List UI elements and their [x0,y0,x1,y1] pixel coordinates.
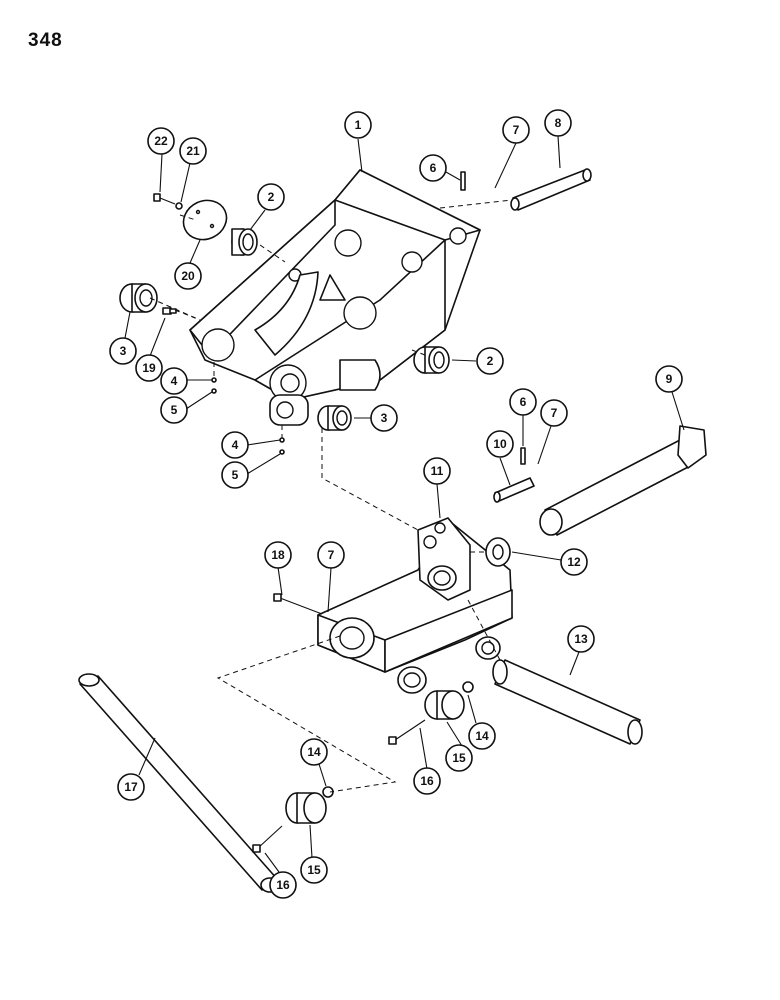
svg-text:9: 9 [666,372,673,386]
svg-text:19: 19 [142,361,156,375]
callout-5-upper: 5 [160,396,188,424]
svg-text:21: 21 [186,144,200,158]
callout-18: 18 [264,541,292,569]
callout-6-upper: 6 [419,154,447,182]
callout-11: 11 [423,457,451,485]
collar-15-right [424,690,465,720]
cover-plate [182,199,228,241]
bushing-2-right [413,346,450,374]
svg-text:2: 2 [487,354,494,368]
bolt-18 [273,593,323,615]
svg-text:8: 8 [555,116,562,130]
svg-text:3: 3 [120,344,127,358]
callout-19: 19 [135,354,163,382]
callout-1: 1 [344,111,372,139]
svg-text:15: 15 [307,863,321,877]
pin-8 [510,168,592,211]
svg-text:22: 22 [154,134,168,148]
roll-pin-6-upper [460,171,466,191]
nut-14-right [462,681,474,693]
svg-text:14: 14 [475,729,489,743]
svg-text:4: 4 [232,438,239,452]
callout-16-left: 16 [269,871,297,899]
callout-20: 20 [174,262,202,290]
callout-7-upper: 7 [502,116,530,144]
callout-17: 17 [117,773,145,801]
pin-9 [539,425,707,536]
svg-text:14: 14 [307,745,321,759]
svg-text:11: 11 [431,464,444,478]
callout-16-right: 16 [413,767,441,795]
svg-text:17: 17 [124,780,138,794]
callout-14-left: 14 [300,738,328,766]
bushing-3-lower [317,405,352,431]
leader-lines [124,135,685,873]
callout-3-lower: 3 [370,404,398,432]
grease-fitting-19 [162,307,177,315]
pin-10 [493,477,535,503]
collar-15-left [285,792,327,824]
svg-text:2: 2 [268,190,275,204]
svg-text:16: 16 [420,774,434,788]
callout-12: 12 [560,548,588,576]
svg-text:18: 18 [271,548,285,562]
bushing-3-left [119,283,158,313]
svg-text:7: 7 [551,406,558,420]
washer-21 [175,202,183,210]
callout-2-right: 2 [476,347,504,375]
callout-8: 8 [544,109,572,137]
page-number: 348 [28,30,63,51]
svg-text:6: 6 [520,395,527,409]
callout-7-middle: 7 [540,399,568,427]
svg-text:1: 1 [355,118,362,132]
bolt-16-left [252,825,283,853]
svg-text:12: 12 [567,555,581,569]
thrust-washer-12 [485,537,511,567]
svg-text:5: 5 [171,403,178,417]
bushing-2-upper [231,228,258,256]
callout-21: 21 [179,137,207,165]
swing-bracket [189,169,481,426]
callout-6-lower: 6 [509,388,537,416]
svg-text:7: 7 [513,123,520,137]
callout-3-left: 3 [109,337,137,365]
callout-9: 9 [655,365,683,393]
svg-text:15: 15 [452,751,466,765]
callout-5-lower: 5 [221,461,249,489]
callout-14-right: 14 [468,722,496,750]
svg-text:16: 16 [276,878,290,892]
bolt-22 [153,193,176,205]
callout-13: 13 [567,625,595,653]
callout-22: 22 [147,127,175,155]
svg-text:10: 10 [493,437,507,451]
callout-4-lower: 4 [221,431,249,459]
callout-7-hinge: 7 [317,541,345,569]
bolt-16-right [388,719,426,745]
callout-15-right: 15 [445,744,473,772]
callout-10: 10 [486,430,514,458]
svg-text:7: 7 [328,548,335,562]
svg-text:6: 6 [430,161,437,175]
pin-13 [492,659,643,745]
svg-text:13: 13 [574,632,588,646]
svg-text:3: 3 [381,411,388,425]
svg-text:20: 20 [181,269,195,283]
pin-17 [78,673,280,893]
roll-pin-6-lower [520,447,526,465]
assembly-guides [149,199,513,793]
callout-15-left: 15 [300,856,328,884]
callout-4-upper: 4 [160,367,188,395]
svg-text:5: 5 [232,468,239,482]
callout-2-upper: 2 [257,183,285,211]
svg-text:4: 4 [171,374,178,388]
swing-hinge [317,517,513,694]
